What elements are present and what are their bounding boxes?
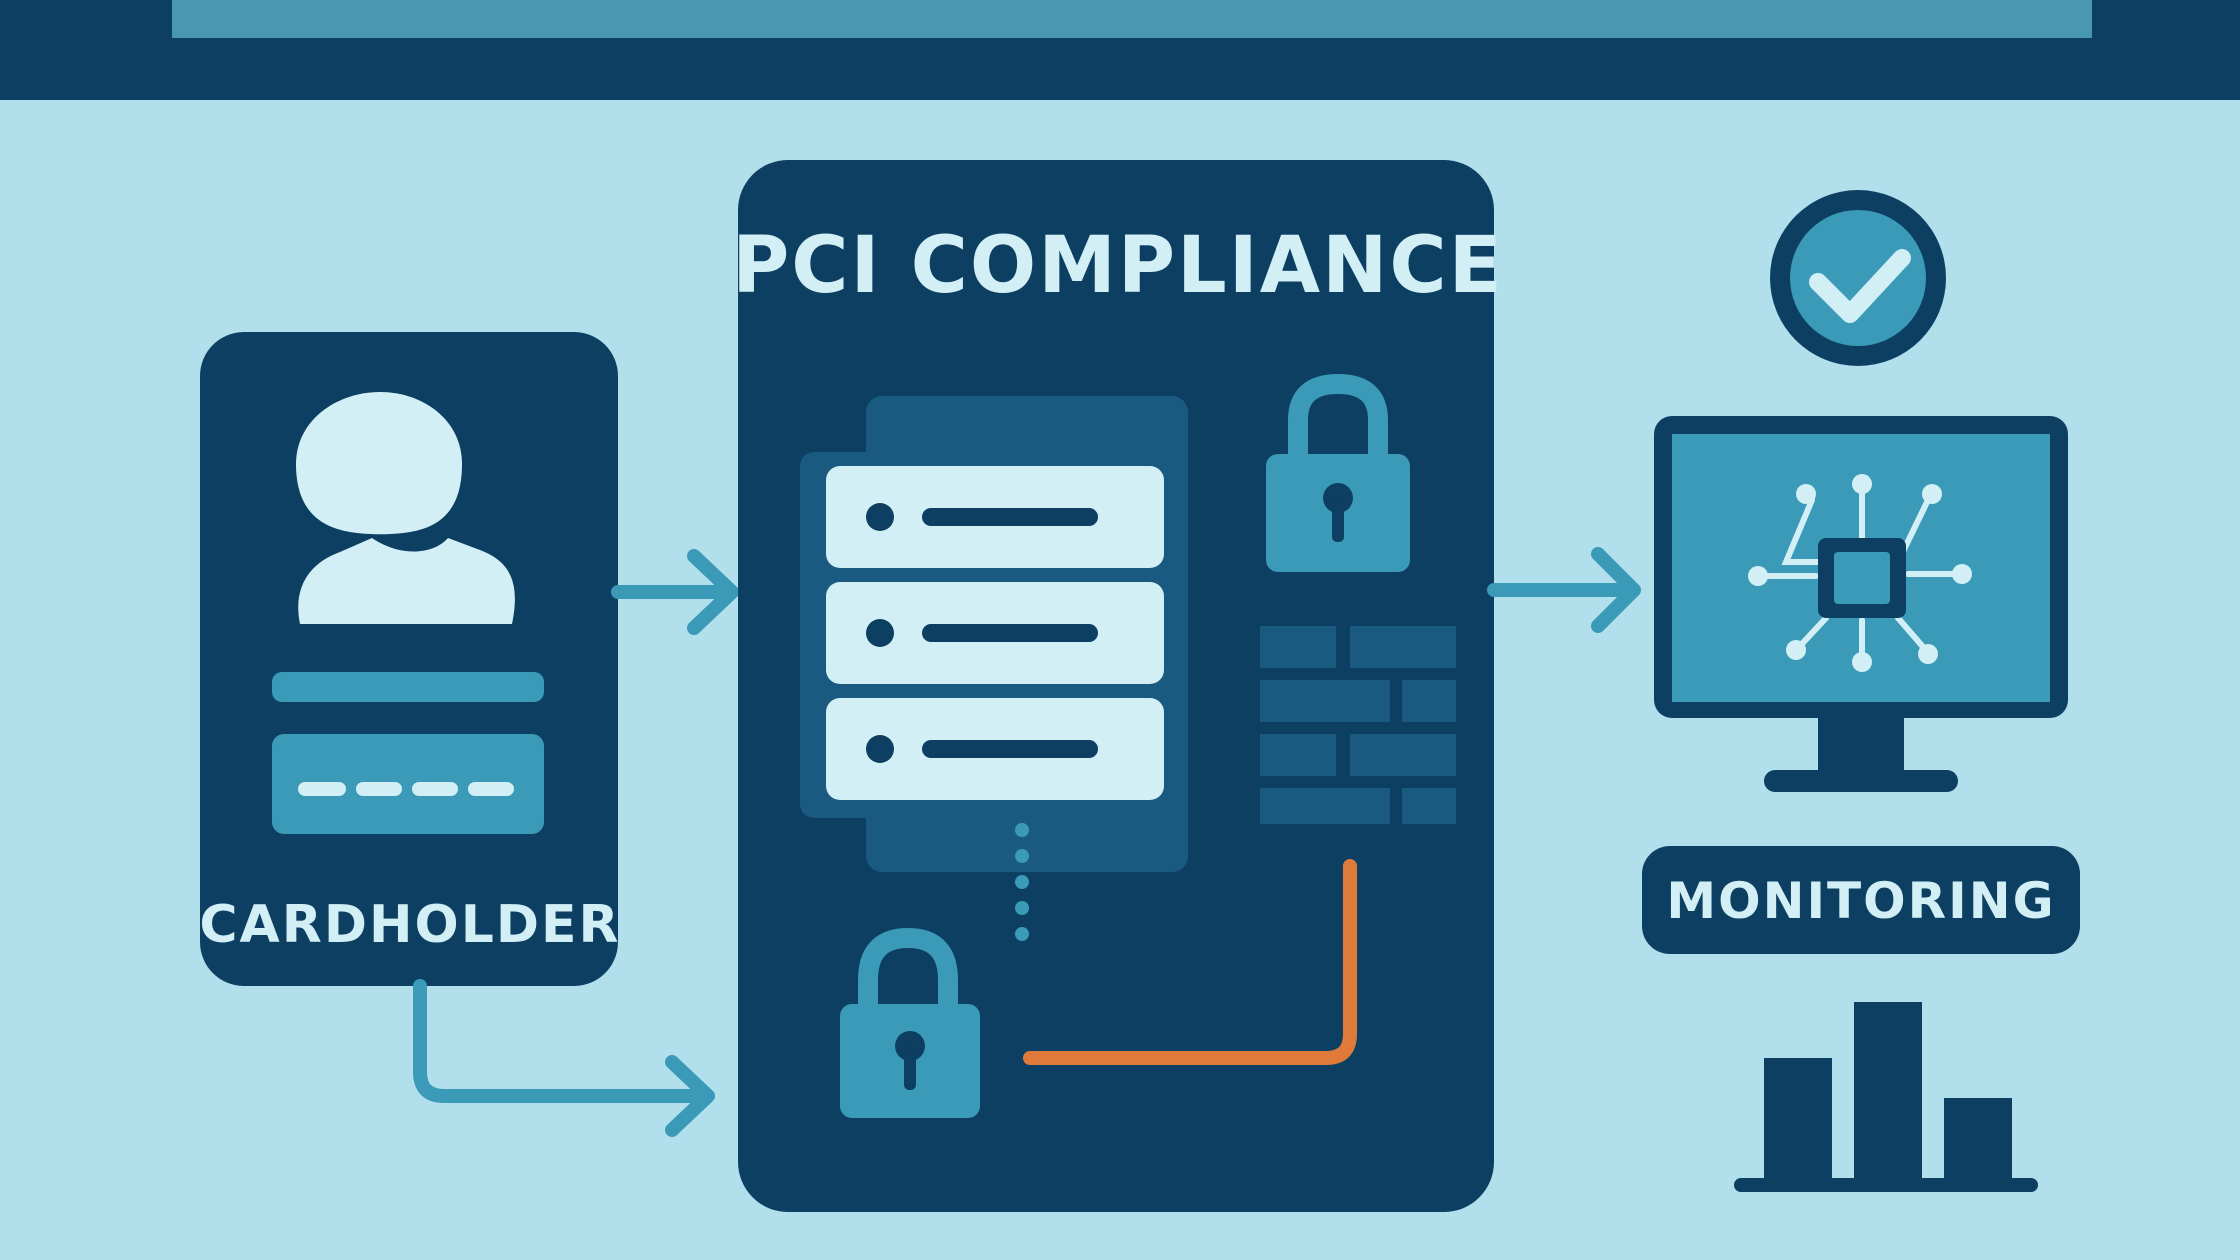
secure-connection-line: [1023, 859, 1357, 1065]
arrow-cardholder-down-to-pci: [413, 979, 715, 1137]
arrow-pci-to-monitoring: [1487, 547, 1641, 633]
pci-compliance-title: PCI COMPLIANCE: [732, 221, 1504, 311]
lock-icon: [1266, 373, 1410, 572]
card-digits: [412, 782, 458, 796]
monitor-icon: [1654, 416, 2068, 792]
top-banner: [0, 0, 2240, 100]
card-digits: [298, 782, 346, 796]
monitor-base: [1764, 770, 1958, 792]
server-led: [866, 503, 894, 531]
user-icon: [296, 392, 515, 624]
firewall-brick-icon: [1260, 626, 1456, 824]
server-slot: [922, 740, 1098, 758]
monitoring-label: MONITORING: [1666, 872, 2055, 930]
bar-chart-icon: [1734, 1002, 2038, 1192]
card-body: [272, 734, 544, 834]
credit-card-icon: [272, 672, 544, 834]
dotted-connector: [1015, 823, 1029, 941]
arrow-cardholder-to-pci: [611, 549, 739, 635]
server-led: [866, 735, 894, 763]
chip-circuit-icon: [1748, 474, 1972, 672]
bar-chart-bar: [1764, 1058, 1832, 1178]
pci-compliance-panel: PCI COMPLIANCE: [732, 160, 1504, 1212]
monitor-stand: [1818, 718, 1904, 774]
server-led: [866, 619, 894, 647]
card-digits: [356, 782, 402, 796]
server-stack-icon: [800, 396, 1188, 872]
card-digits: [468, 782, 514, 796]
checkmark-badge-icon: [1770, 190, 1946, 366]
cardholder-card: CARDHOLDER: [199, 332, 620, 986]
server-slot: [922, 624, 1098, 642]
bar-chart-bar: [1854, 1002, 1922, 1178]
lock-icon: [840, 927, 980, 1118]
bar-chart-baseline: [1734, 1178, 2038, 1192]
card-top-strip: [272, 672, 544, 702]
banner-stripe: [172, 0, 2092, 38]
bar-chart-bar: [1944, 1098, 2012, 1178]
cardholder-label: CARDHOLDER: [199, 895, 620, 955]
monitoring-pill-bg: [1642, 846, 2080, 954]
server-slot: [922, 508, 1098, 526]
monitoring-label-pill: MONITORING: [1642, 846, 2080, 954]
